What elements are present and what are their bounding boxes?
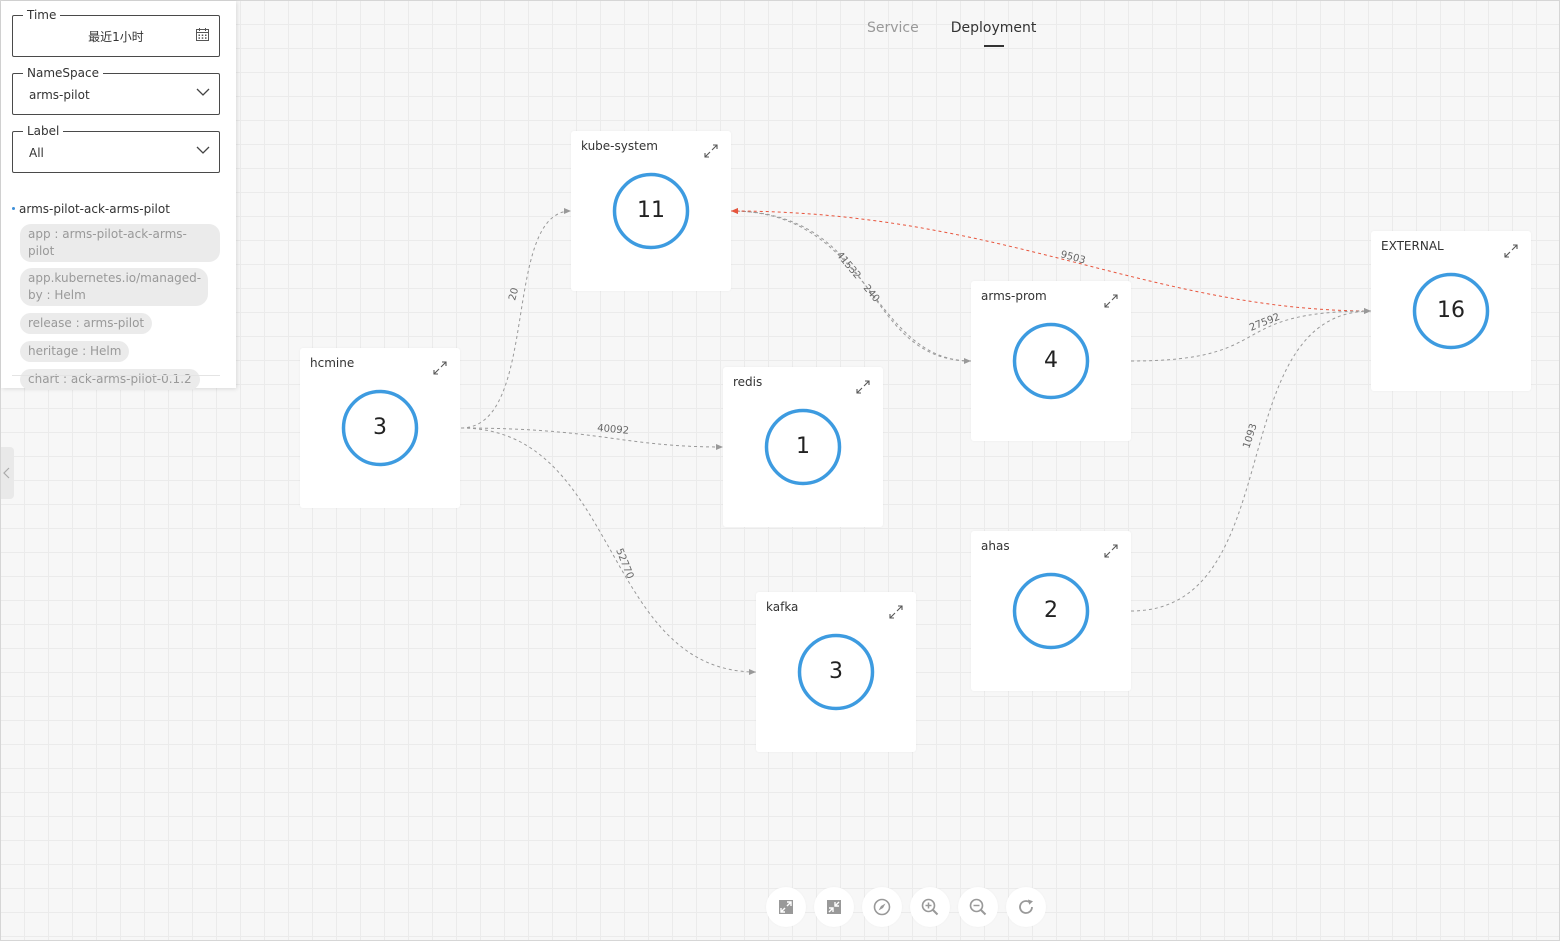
label-tag-list: app : arms-pilot-ack-arms-pilot app.kube…	[20, 224, 220, 396]
tab-service[interactable]: Service	[867, 20, 919, 36]
node-kube-system[interactable]: kube-system 11	[571, 131, 731, 291]
edge-arms-prom-external[interactable]: 27592	[1130, 308, 1372, 362]
edge-hcmine-redis[interactable]: 40092	[460, 423, 724, 450]
edge-kube-system-arms-prom[interactable]: 41532	[730, 210, 972, 364]
chevron-down-icon[interactable]	[196, 146, 210, 155]
label-value: All	[29, 146, 44, 160]
node-ahas[interactable]: ahas 2	[971, 531, 1131, 691]
node-count: 11	[637, 198, 665, 223]
node-kafka[interactable]: kafka 3	[756, 592, 916, 752]
node-hcmine[interactable]: hcmine 3	[300, 348, 460, 508]
edge-ahas-external[interactable]: 1093	[1130, 308, 1372, 612]
fit-view-button[interactable]	[766, 887, 806, 927]
node-count: 3	[373, 415, 387, 440]
actual-size-icon	[827, 900, 841, 914]
node-count: 1	[796, 434, 810, 459]
bullet-icon	[12, 207, 15, 210]
deployment-tree-item[interactable]: arms-pilot-ack-arms-pilot	[12, 201, 170, 217]
namespace-select[interactable]: NameSpace arms-pilot	[12, 66, 220, 115]
node-title: kube-system	[581, 139, 658, 153]
zoom-out-button[interactable]	[958, 887, 998, 927]
tab-deployment[interactable]: Deployment	[950, 20, 1037, 47]
health-ring	[1012, 322, 1090, 400]
edge-label: 52770	[613, 547, 635, 581]
namespace-label: NameSpace	[23, 66, 103, 80]
health-ring	[612, 172, 690, 250]
node-redis[interactable]: redis 1	[723, 367, 883, 527]
compass-icon	[873, 898, 891, 916]
edge-label: 9503	[1059, 249, 1086, 266]
refresh-icon	[1019, 899, 1033, 914]
time-label: Time	[23, 8, 61, 22]
label-tag: release : arms-pilot	[20, 313, 153, 334]
edge-label: 40092	[597, 423, 630, 437]
edge-label: 27592	[1248, 312, 1282, 334]
namespace-value: arms-pilot	[29, 88, 90, 102]
label-tag: heritage : Helm	[20, 341, 130, 362]
expand-icon[interactable]	[888, 604, 904, 620]
zoom-out-icon	[969, 898, 987, 916]
filter-panel: Time 最近1小时 NameSpace arms-pilot Label Al…	[1, 1, 236, 390]
health-ring	[341, 389, 419, 467]
node-title: ahas	[981, 539, 1010, 553]
chevron-left-icon	[3, 467, 10, 479]
node-title: kafka	[766, 600, 799, 614]
expand-icon[interactable]	[1103, 543, 1119, 559]
label-tag: chart : ack-arms-pilot-0.1.2	[20, 369, 200, 390]
deployment-tree-title: arms-pilot-ack-arms-pilot	[19, 202, 170, 216]
edge-label: 1093	[1241, 422, 1259, 450]
expand-icon[interactable]	[1503, 243, 1519, 259]
actual-size-button[interactable]	[814, 887, 854, 927]
node-count: 4	[1044, 348, 1058, 373]
node-external[interactable]: EXTERNAL 16	[1371, 231, 1531, 391]
edge-label: 240	[861, 283, 882, 305]
node-count: 2	[1044, 598, 1058, 623]
calendar-icon[interactable]	[196, 28, 209, 41]
chevron-down-icon[interactable]	[196, 88, 210, 97]
edge-arms-prom-kube-system[interactable]: 240	[730, 208, 972, 362]
expand-icon[interactable]	[855, 379, 871, 395]
node-title: EXTERNAL	[1381, 239, 1444, 253]
view-tabs: Service Deployment	[867, 19, 1037, 47]
node-count: 3	[829, 659, 843, 684]
label-label: Label	[23, 124, 64, 138]
edge-hcmine-kube-system[interactable]: 20	[460, 208, 572, 429]
health-ring	[764, 408, 842, 486]
edge-hcmine-kafka[interactable]: 52770	[460, 427, 757, 675]
zoom-in-icon	[921, 898, 939, 916]
fit-view-icon	[779, 900, 793, 914]
node-title: arms-prom	[981, 289, 1047, 303]
health-ring	[1012, 572, 1090, 650]
node-arms-prom[interactable]: arms-prom 4	[971, 281, 1131, 441]
health-ring	[1412, 272, 1490, 350]
expand-icon[interactable]	[432, 360, 448, 376]
zoom-in-button[interactable]	[910, 887, 950, 927]
label-tag: app.kubernetes.io/managed-by : Helm	[20, 268, 208, 306]
graph-toolbar	[766, 887, 1046, 927]
node-title: hcmine	[310, 356, 355, 370]
node-count: 16	[1437, 298, 1465, 323]
edge-label: 41532	[834, 250, 863, 281]
refresh-button[interactable]	[1006, 887, 1046, 927]
label-select[interactable]: Label All	[12, 124, 220, 173]
time-picker[interactable]: Time 最近1小时	[12, 8, 220, 57]
health-ring	[797, 633, 875, 711]
auto-layout-button[interactable]	[862, 887, 902, 927]
time-value: 最近1小时	[88, 30, 144, 44]
edge-label: 20	[507, 287, 521, 302]
panel-divider	[12, 375, 220, 376]
expand-icon[interactable]	[703, 143, 719, 159]
label-tag: app : arms-pilot-ack-arms-pilot	[20, 224, 220, 262]
panel-collapse-handle[interactable]	[1, 447, 14, 499]
expand-icon[interactable]	[1103, 293, 1119, 309]
node-title: redis	[733, 375, 763, 389]
